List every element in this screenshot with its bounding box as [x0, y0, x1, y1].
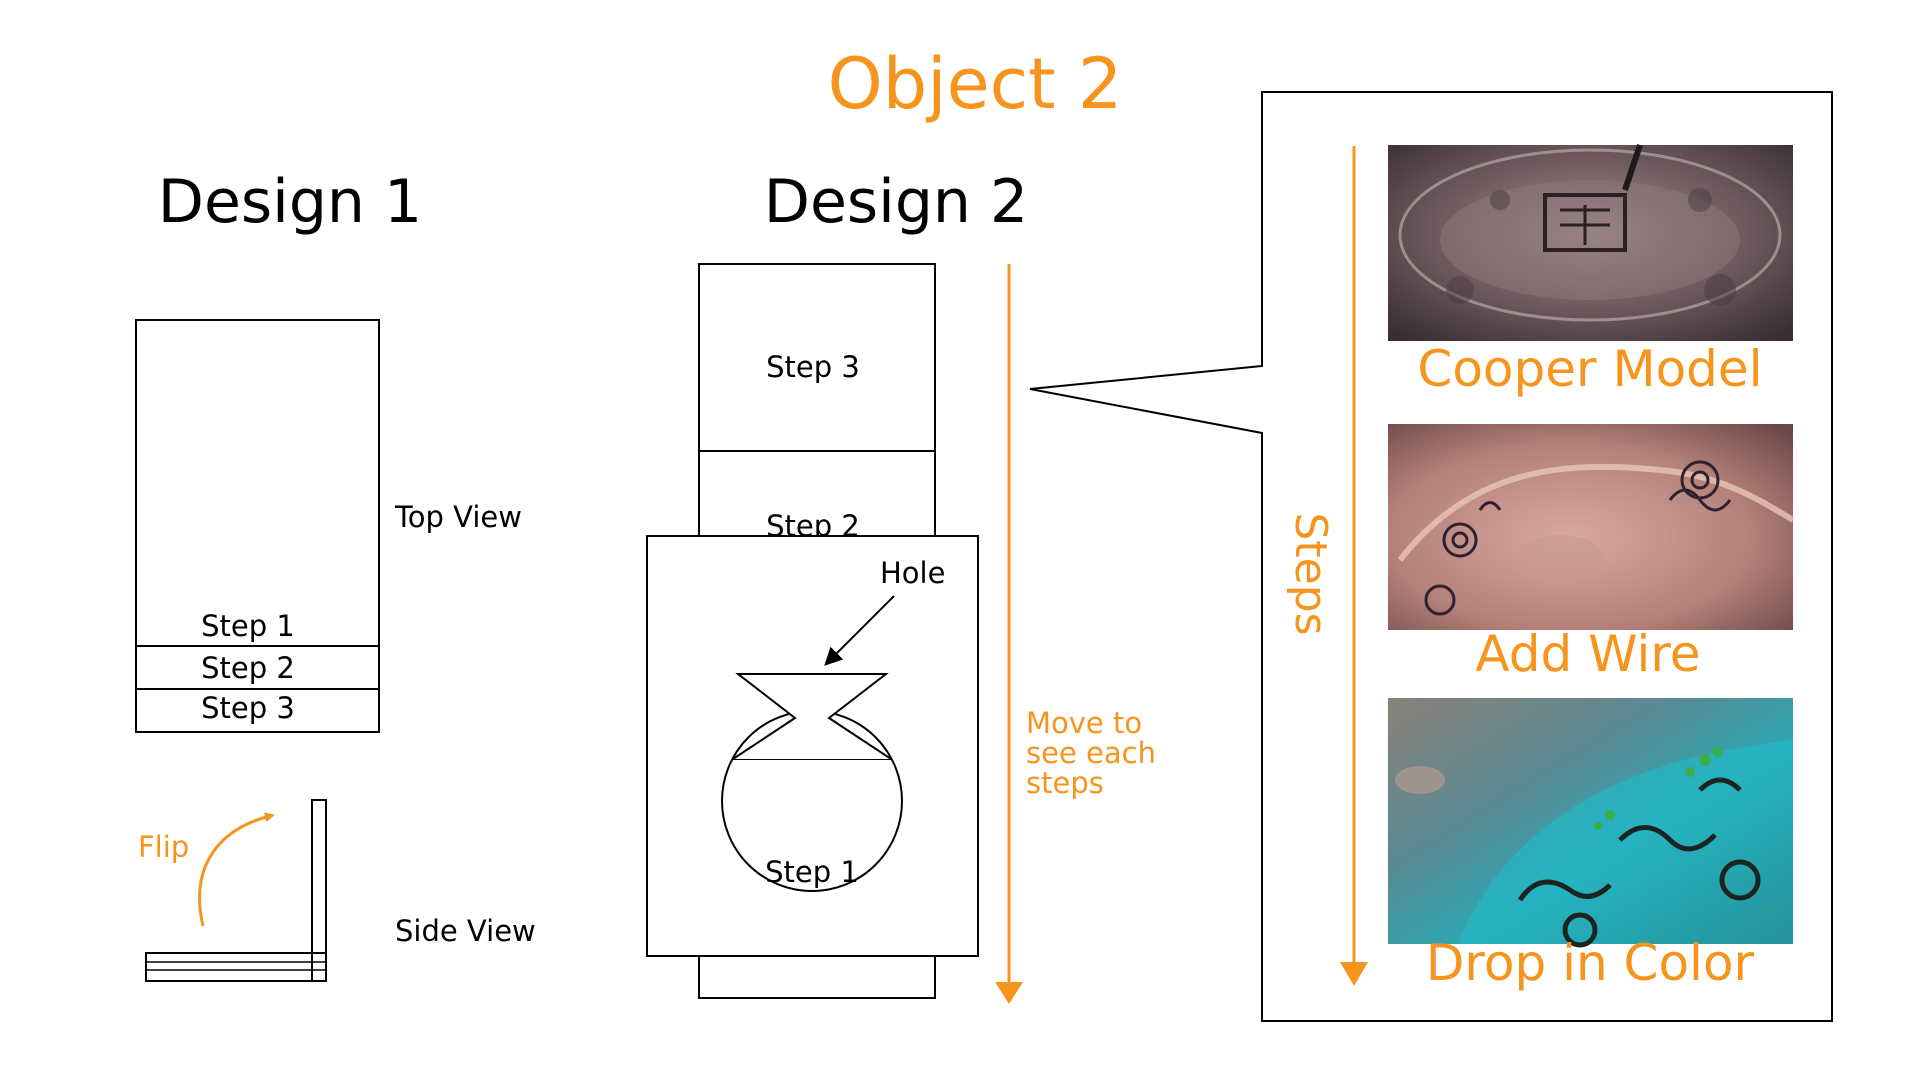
flip-label: Flip	[138, 830, 189, 864]
step-caption-2: Add Wire	[1475, 625, 1700, 683]
design2-step-1: Step 1	[765, 855, 859, 889]
design2-step-3: Step 3	[766, 350, 860, 384]
side-view-label: Side View	[395, 914, 536, 948]
flip-arrow	[198, 812, 275, 927]
page-title: Object 2	[828, 43, 1123, 125]
move-arrow-head	[995, 982, 1023, 1004]
design2-heading: Design 2	[764, 167, 1028, 237]
steps-arrow-head	[1340, 962, 1368, 986]
move-note-line-1: Move to	[1026, 706, 1142, 740]
design1-step-1: Step 1	[201, 609, 295, 643]
move-note-line-3: steps	[1026, 766, 1104, 800]
design1-heading: Design 1	[158, 167, 422, 237]
copper-engraving-photo	[1388, 144, 1793, 341]
top-view-outline	[135, 319, 380, 733]
design1-side-view	[145, 799, 327, 982]
step-caption-3: Drop in Color	[1426, 934, 1755, 992]
top-view-label: Top View	[394, 500, 522, 534]
hole-arrow	[824, 595, 895, 666]
wire-filigree-photo	[1388, 424, 1795, 630]
vase-cutout	[721, 673, 903, 892]
design1-step-2: Step 2	[201, 651, 295, 685]
design2-layer-3	[698, 263, 936, 452]
design1-top-view: Step 1 Step 2 Step 3	[135, 319, 380, 733]
step-caption-1: Cooper Model	[1417, 340, 1762, 398]
steps-label: Steps	[1285, 512, 1336, 635]
design1-step-3: Step 3	[201, 691, 295, 725]
move-note: Move to see each steps	[1026, 706, 1156, 800]
enamel-color-photo	[1388, 698, 1793, 948]
design2-stack: Step 3 Step 2 Step 1	[646, 263, 979, 999]
move-note-line-2: see each	[1026, 736, 1156, 770]
hole-label: Hole	[880, 556, 945, 590]
